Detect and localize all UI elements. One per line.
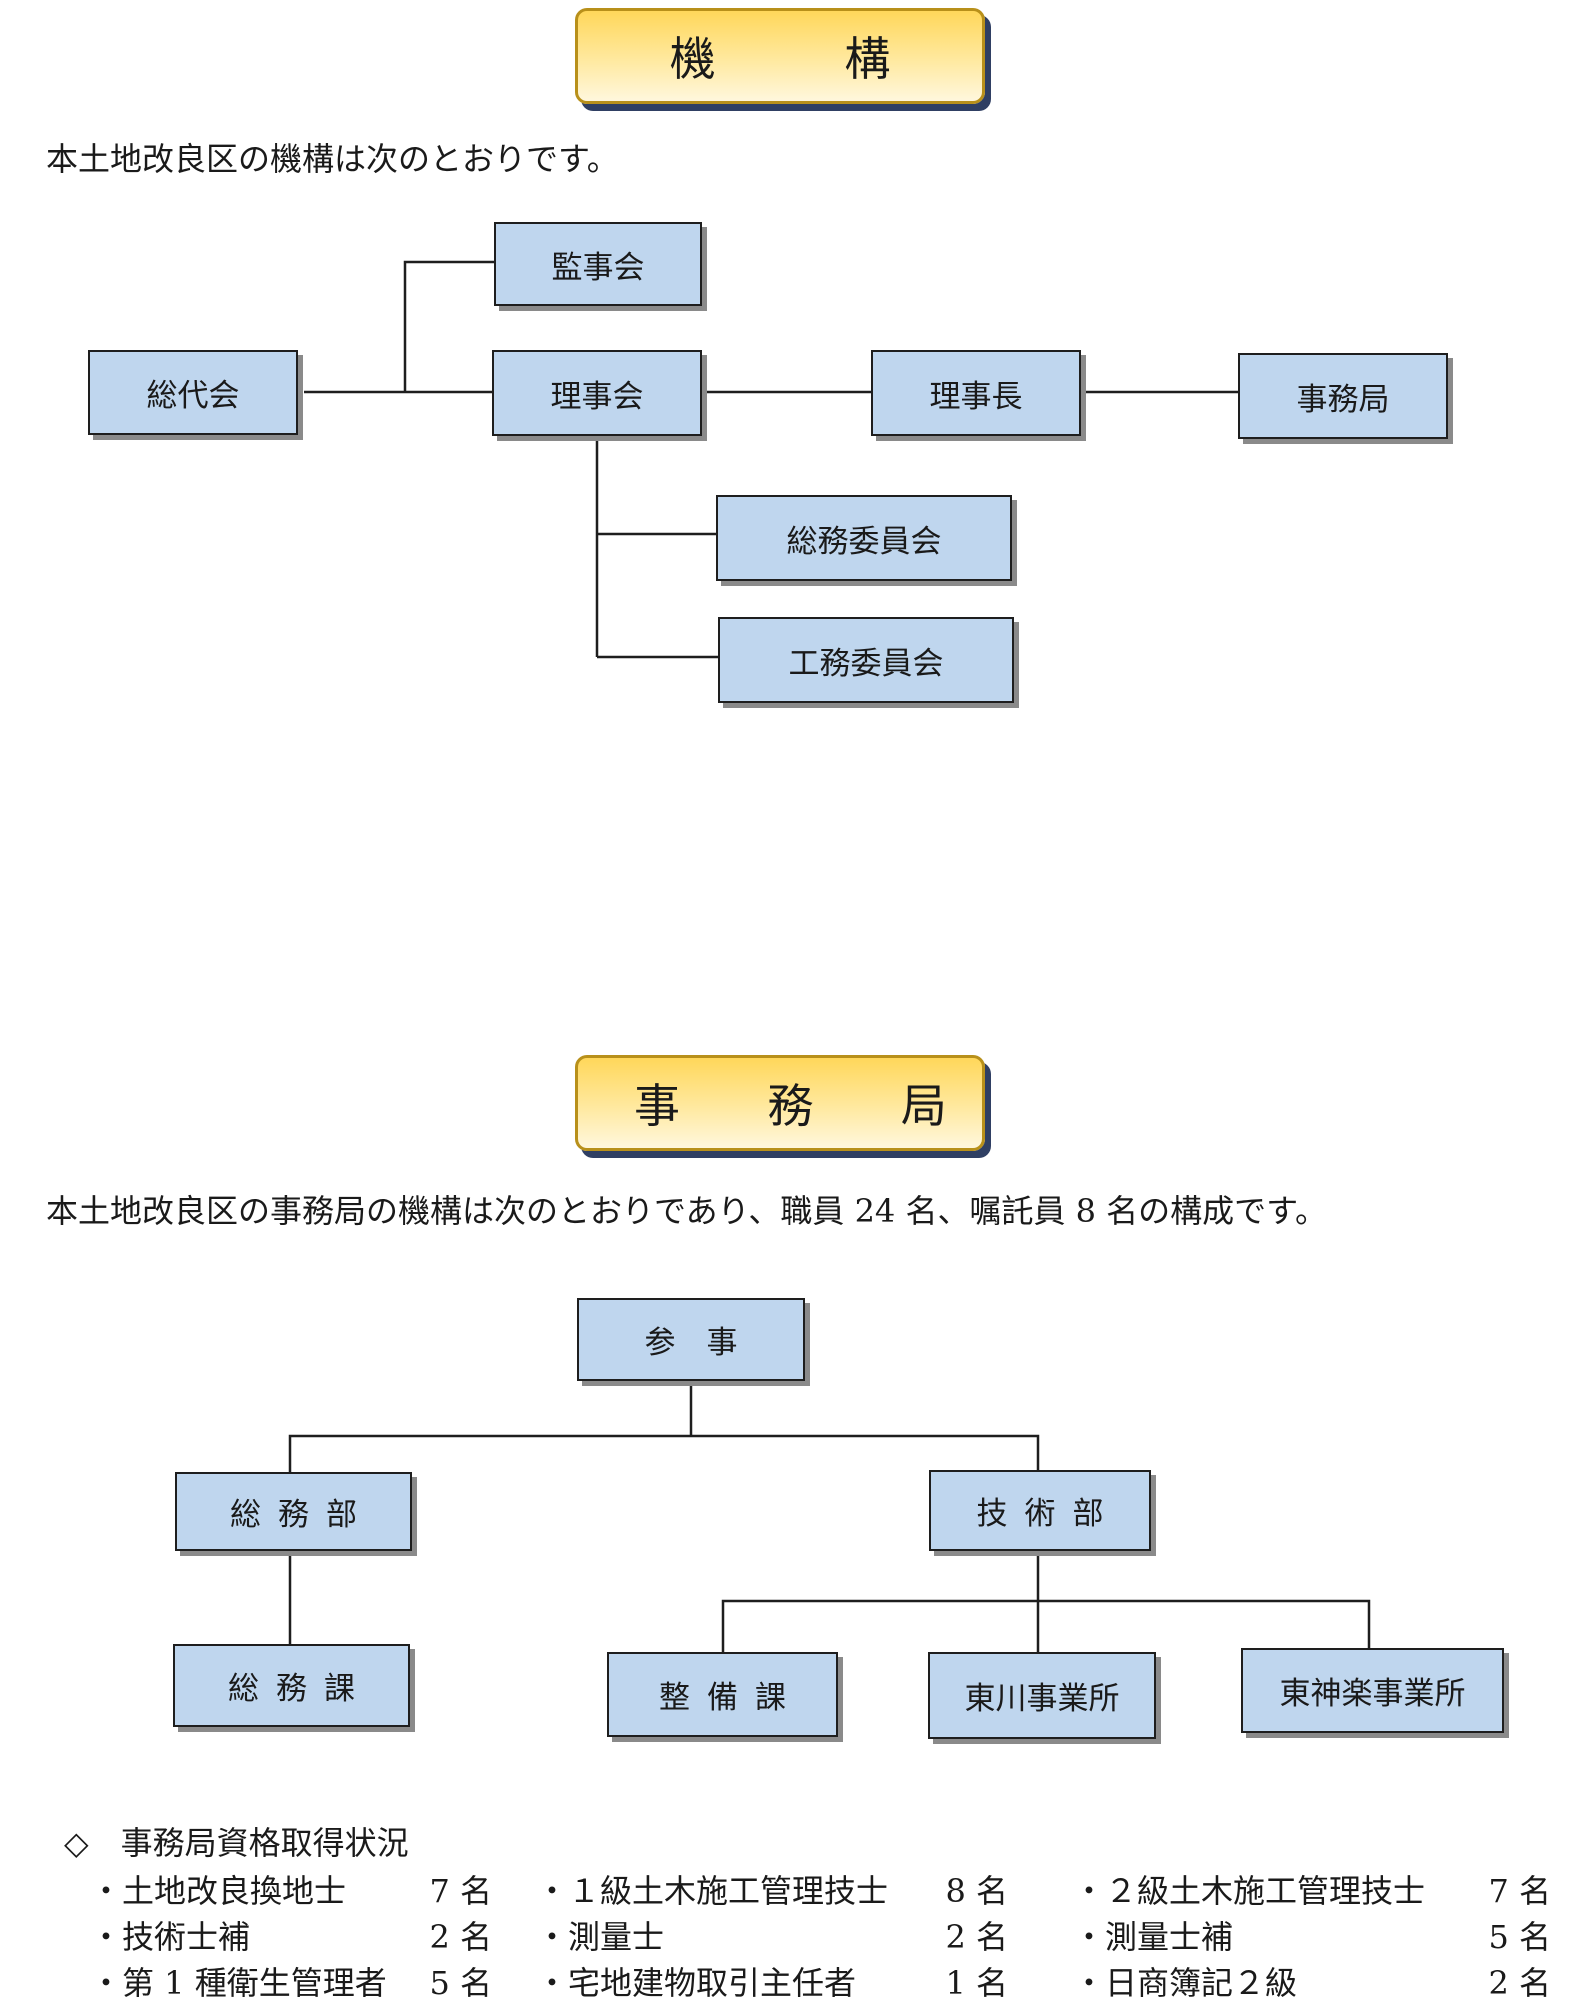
node-higashikagura-label: 東神楽事業所 bbox=[1279, 1676, 1466, 1712]
node-rijikai-label: 理事会 bbox=[550, 378, 644, 415]
qual-count: 7 名 bbox=[429, 1872, 492, 1910]
title-kikou: 機 構 bbox=[575, 8, 985, 104]
qual-count: 2 名 bbox=[1488, 1964, 1551, 2002]
title-jimukyoku-text: 事 務 局 bbox=[633, 1079, 968, 1133]
qual-item: ・土地改良換地士 7 名 bbox=[90, 1866, 492, 1912]
qual-item: ・１級土木施工管理技士 8 名 bbox=[536, 1866, 1008, 1912]
node-jimukyoku: 事務局 bbox=[1238, 353, 1448, 439]
node-somubu: 総務部 bbox=[175, 1472, 412, 1551]
qual-name: ・土地改良換地士 bbox=[90, 1872, 347, 1910]
line-bu-bar bbox=[288, 1434, 1040, 1472]
node-rijikai: 理事会 bbox=[492, 350, 702, 436]
node-gijutsubu: 技術部 bbox=[929, 1470, 1151, 1551]
node-sanji-label: 参 事 bbox=[644, 1325, 738, 1361]
qual-count: 2 名 bbox=[945, 1918, 1008, 1956]
node-rijicho: 理事長 bbox=[871, 350, 1081, 436]
qual-item: ・測量士 2 名 bbox=[536, 1912, 1008, 1958]
intro-kikou: 本土地改良区の機構は次のとおりです。 bbox=[46, 140, 619, 178]
qualifications-heading: ◇ 事務局資格取得状況 bbox=[64, 1824, 409, 1862]
qual-count: 7 名 bbox=[1488, 1872, 1551, 1910]
node-seibika: 整備課 bbox=[607, 1652, 838, 1737]
node-gijutsubu-label: 技術部 bbox=[976, 1496, 1121, 1532]
node-somuka: 総務課 bbox=[173, 1644, 410, 1727]
qual-item: ・日商簿記２級 2 名 bbox=[1073, 1958, 1551, 2004]
node-higashikawa-label: 東川事業所 bbox=[964, 1681, 1120, 1717]
qual-name: ・技術士補 bbox=[90, 1918, 251, 1956]
node-somu-iinkai-label: 総務委員会 bbox=[786, 523, 942, 560]
line-to-kanjikai bbox=[403, 260, 494, 392]
qual-item: ・宅地建物取引主任者 1 名 bbox=[536, 1958, 1008, 2004]
node-somubu-label: 総務部 bbox=[229, 1497, 375, 1533]
qual-count: 2 名 bbox=[429, 1918, 492, 1956]
title-jimukyoku: 事 務 局 bbox=[575, 1055, 985, 1151]
qual-item: ・２級土木施工管理技士 7 名 bbox=[1073, 1866, 1551, 1912]
qual-item: ・技術士補 2 名 bbox=[90, 1912, 492, 1958]
qual-name: ・測量士補 bbox=[1073, 1918, 1234, 1956]
line-ka-bar bbox=[721, 1599, 1371, 1652]
qual-name: ・測量士 bbox=[536, 1918, 665, 1956]
node-kanjikai-label: 監事会 bbox=[551, 249, 645, 286]
node-somu-iinkai: 総務委員会 bbox=[716, 495, 1012, 581]
node-sodaikai-label: 総代会 bbox=[146, 378, 240, 414]
qual-name: ・２級土木施工管理技士 bbox=[1073, 1872, 1426, 1910]
intro-jimukyoku: 本土地改良区の事務局の機構は次のとおりであり、職員 24 名、嘱託員 8 名の構… bbox=[46, 1192, 1327, 1230]
qual-count: 5 名 bbox=[429, 1964, 492, 2002]
node-somuka-label: 総務課 bbox=[227, 1671, 373, 1707]
qual-name: ・１級土木施工管理技士 bbox=[536, 1872, 889, 1910]
node-komu-iinkai: 工務委員会 bbox=[718, 617, 1014, 703]
node-jimukyoku-label: 事務局 bbox=[1296, 381, 1390, 418]
title-kikou-text: 機 構 bbox=[669, 32, 932, 86]
qual-count: 1 名 bbox=[945, 1964, 1008, 2002]
qual-name: ・日商簿記２級 bbox=[1073, 1964, 1298, 2002]
node-higashikagura: 東神楽事業所 bbox=[1241, 1648, 1504, 1733]
qual-item: ・第 1 種衛生管理者 5 名 bbox=[90, 1958, 492, 2004]
node-sodaikai: 総代会 bbox=[88, 350, 298, 435]
node-rijicho-label: 理事長 bbox=[929, 378, 1023, 415]
qual-count: 8 名 bbox=[945, 1872, 1008, 1910]
node-higashikawa: 東川事業所 bbox=[928, 1652, 1156, 1739]
qual-name: ・宅地建物取引主任者 bbox=[536, 1964, 857, 2002]
qual-name: ・第 1 種衛生管理者 bbox=[90, 1964, 387, 2002]
node-kanjikai: 監事会 bbox=[494, 222, 702, 306]
qual-item: ・測量士補 5 名 bbox=[1073, 1912, 1551, 1958]
node-komu-iinkai-label: 工務委員会 bbox=[788, 645, 944, 682]
node-sanji: 参 事 bbox=[577, 1298, 805, 1381]
qual-count: 5 名 bbox=[1488, 1918, 1551, 1956]
node-seibika-label: 整備課 bbox=[658, 1680, 804, 1716]
